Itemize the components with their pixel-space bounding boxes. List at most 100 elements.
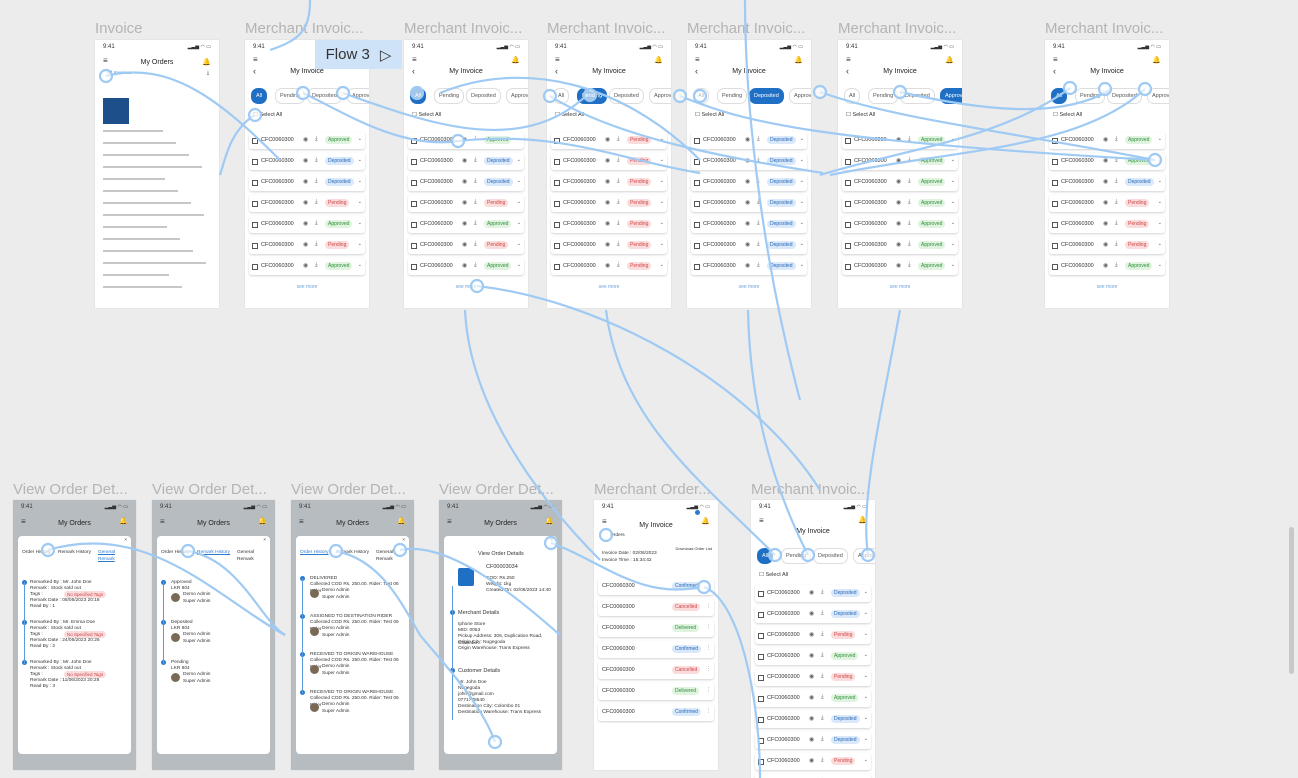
- select-all-checkbox[interactable]: ☐ Select All: [555, 112, 585, 118]
- view-icon[interactable]: ◉: [896, 158, 902, 164]
- select-all-checkbox[interactable]: ☐ Select All: [846, 112, 876, 118]
- tab-deposited[interactable]: Deposited: [900, 88, 935, 104]
- frame-label[interactable]: View Order Det...: [439, 481, 554, 498]
- view-icon[interactable]: ◉: [896, 263, 902, 269]
- close-icon[interactable]: ×: [263, 538, 266, 543]
- frame-label[interactable]: View Order Det...: [291, 481, 406, 498]
- download-icon[interactable]: ⤓: [617, 262, 620, 268]
- download-icon[interactable]: ⤓: [315, 241, 318, 247]
- chevron-down-icon[interactable]: ⌄: [950, 220, 955, 226]
- download-icon[interactable]: ⤓: [617, 157, 620, 163]
- row-checkbox[interactable]: [845, 222, 851, 228]
- tab-pending[interactable]: Pending: [1075, 88, 1106, 104]
- tab-all[interactable]: All: [757, 548, 774, 564]
- invoice-row[interactable]: CFC0060300◉⤓Approved⌄: [842, 258, 958, 275]
- download-icon[interactable]: ⤓: [474, 136, 477, 142]
- frame-label[interactable]: Invoice: [95, 20, 143, 37]
- download-icon[interactable]: ⤓: [757, 241, 760, 247]
- see-more-link[interactable]: see more: [738, 284, 760, 290]
- tab-all[interactable]: All: [844, 88, 861, 104]
- chevron-down-icon[interactable]: ⌄: [659, 157, 664, 163]
- frame-label[interactable]: Merchant Invoic...: [404, 20, 523, 37]
- invoice-row[interactable]: CFC0060300◉⤓Approved⌄: [249, 132, 365, 149]
- back-icon[interactable]: ‹: [846, 66, 849, 76]
- download-icon[interactable]: ⤓: [757, 199, 760, 205]
- chevron-down-icon[interactable]: ⌄: [516, 241, 521, 247]
- invoice-row[interactable]: CFC0060300◉⤓Deposited⌄: [691, 258, 807, 275]
- download-order-list[interactable]: Download Order List: [675, 546, 712, 551]
- menu-icon[interactable]: ≡: [695, 55, 700, 64]
- row-checkbox[interactable]: [252, 264, 258, 270]
- view-icon[interactable]: ◉: [303, 158, 309, 164]
- view-icon[interactable]: ◉: [1103, 263, 1109, 269]
- row-checkbox[interactable]: [1052, 222, 1058, 228]
- tab-general-remark[interactable]: General Remark: [376, 550, 394, 562]
- menu-icon[interactable]: ≡: [1053, 55, 1058, 64]
- chevron-down-icon[interactable]: ⌄: [799, 157, 804, 163]
- bell-icon[interactable]: 🔔: [397, 518, 406, 525]
- view-icon[interactable]: ◉: [809, 632, 815, 638]
- chevron-down-icon[interactable]: ⌄: [357, 241, 362, 247]
- more-icon[interactable]: ⋮: [706, 603, 711, 609]
- chevron-down-icon[interactable]: ⌄: [1157, 220, 1162, 226]
- connection-handle[interactable]: [812, 84, 828, 100]
- row-checkbox[interactable]: [411, 264, 417, 270]
- bell-icon[interactable]: 🔔: [858, 517, 867, 524]
- chevron-down-icon[interactable]: ⌄: [863, 715, 868, 721]
- tab-order-history[interactable]: Order History: [22, 550, 51, 555]
- invoice-row[interactable]: CFC0060300◉⤓Pending⌄: [551, 258, 667, 275]
- view-icon[interactable]: ◉: [605, 179, 611, 185]
- row-checkbox[interactable]: [554, 243, 560, 249]
- view-icon[interactable]: ◉: [1103, 179, 1109, 185]
- download-icon[interactable]: ⤓: [821, 610, 824, 616]
- invoice-row[interactable]: CFC0060300◉⤓Approved⌄: [842, 174, 958, 191]
- chevron-down-icon[interactable]: ⌄: [659, 178, 664, 184]
- row-checkbox[interactable]: [554, 264, 560, 270]
- view-icon[interactable]: ◉: [1103, 221, 1109, 227]
- row-checkbox[interactable]: [1052, 264, 1058, 270]
- chevron-down-icon[interactable]: ⌄: [357, 220, 362, 226]
- chevron-down-icon[interactable]: ⌄: [516, 262, 521, 268]
- close-icon[interactable]: ×: [124, 538, 127, 543]
- download-icon[interactable]: ⤓: [908, 220, 911, 226]
- invoice-row[interactable]: CFC0060300◉⤓Deposited⌄: [249, 153, 365, 170]
- tab-general-remark[interactable]: General Remark: [237, 550, 255, 562]
- chevron-down-icon[interactable]: ⌄: [659, 220, 664, 226]
- invoice-row[interactable]: CFC0060300◉⤓Approved⌄: [249, 216, 365, 233]
- row-checkbox[interactable]: [554, 138, 560, 144]
- chevron-down-icon[interactable]: ⌄: [357, 262, 362, 268]
- chevron-down-icon[interactable]: ⌄: [863, 736, 868, 742]
- canvas-scrollbar[interactable]: [1289, 527, 1294, 674]
- tab-remark-history[interactable]: Remark History: [197, 550, 231, 555]
- tab-pending[interactable]: Pending: [781, 548, 812, 564]
- download-icon[interactable]: ⤓: [474, 178, 477, 184]
- more-icon[interactable]: ⋮: [706, 645, 711, 651]
- chevron-down-icon[interactable]: ⌄: [863, 673, 868, 679]
- tab-approved[interactable]: Approved: [940, 88, 962, 104]
- view-icon[interactable]: ◉: [605, 137, 611, 143]
- row-checkbox[interactable]: [845, 243, 851, 249]
- tab-approved[interactable]: Approved: [506, 88, 528, 104]
- view-icon[interactable]: ◉: [605, 242, 611, 248]
- download-icon[interactable]: [695, 510, 700, 515]
- chevron-down-icon[interactable]: ⌄: [357, 178, 362, 184]
- chevron-down-icon[interactable]: ⌄: [799, 178, 804, 184]
- invoice-row[interactable]: CFC0060300◉⤓Deposited⌄: [249, 174, 365, 191]
- download-icon[interactable]: ⤓: [474, 199, 477, 205]
- menu-icon[interactable]: ≡: [447, 517, 452, 526]
- download-icon[interactable]: ⤓: [474, 220, 477, 226]
- chevron-down-icon[interactable]: ⌄: [863, 589, 868, 595]
- row-checkbox[interactable]: [411, 243, 417, 249]
- view-icon[interactable]: ◉: [462, 263, 468, 269]
- view-icon[interactable]: ◉: [303, 263, 309, 269]
- more-icon[interactable]: ⋮: [706, 708, 711, 714]
- chevron-down-icon[interactable]: ⌄: [950, 241, 955, 247]
- bell-icon[interactable]: 🔔: [511, 57, 520, 64]
- chevron-down-icon[interactable]: ⌄: [799, 241, 804, 247]
- view-icon[interactable]: ◉: [303, 242, 309, 248]
- download-icon[interactable]: ⤓: [617, 136, 620, 142]
- download-icon[interactable]: ⤓: [617, 178, 620, 184]
